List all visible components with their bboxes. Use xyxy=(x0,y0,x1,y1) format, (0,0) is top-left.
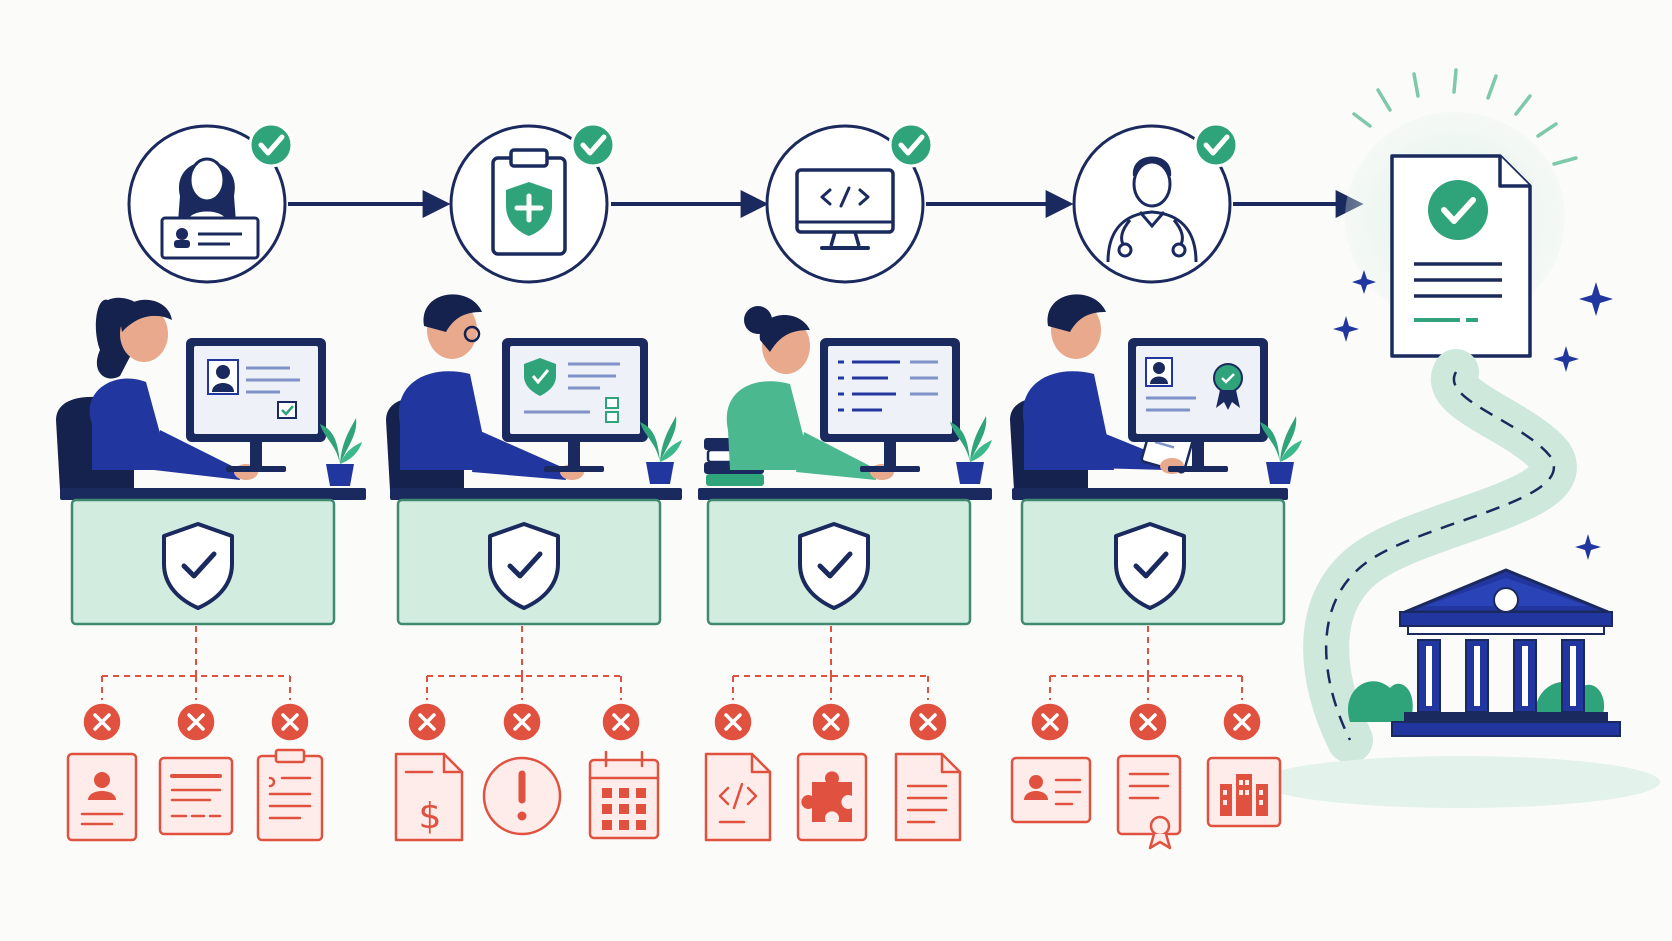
rejected-x-icon xyxy=(177,703,215,741)
sparkle-icon xyxy=(1333,270,1613,560)
id-card-person-icon xyxy=(160,157,260,260)
code-document-icon xyxy=(704,752,772,842)
potted-plant xyxy=(320,418,362,486)
potted-plant xyxy=(1260,416,1302,484)
computer-monitor xyxy=(186,338,326,472)
workstation-technical xyxy=(698,306,992,626)
step-circles-row xyxy=(127,124,1364,284)
puzzle-piece-icon xyxy=(796,752,868,842)
road-path xyxy=(1260,349,1660,808)
step-medical-circle xyxy=(1072,124,1237,284)
clipboard-document-icon xyxy=(256,748,324,842)
computer-monitor xyxy=(502,338,648,472)
rejected-x-icon xyxy=(602,703,640,741)
office-building-icon xyxy=(1206,756,1282,828)
id-document-icon xyxy=(66,752,138,842)
workstation-medical xyxy=(1010,294,1302,626)
doctor-stethoscope-icon xyxy=(1106,156,1198,263)
desk xyxy=(1012,488,1288,626)
approved-check-icon xyxy=(890,124,932,166)
step-identity-circle xyxy=(127,124,292,284)
rejected-x-icon xyxy=(271,703,309,741)
radiating-lines xyxy=(1352,68,1578,166)
rejection-connectors xyxy=(101,626,1243,700)
rejected-documents-row: $ xyxy=(66,703,1282,850)
step-technical-circle xyxy=(765,124,932,284)
man-with-glasses-at-computer xyxy=(386,294,584,490)
rejected-x-icon xyxy=(83,703,121,741)
workstation-identity xyxy=(56,297,366,626)
rejected-x-icon xyxy=(408,703,446,741)
rejected-x-icon xyxy=(909,703,947,741)
rejected-x-icon xyxy=(714,703,752,741)
rejected-x-icon xyxy=(1223,703,1261,741)
woman-with-bun-at-computer xyxy=(726,306,894,480)
form-document-icon xyxy=(158,756,234,836)
desk xyxy=(60,488,366,626)
rejected-x-icon xyxy=(1031,703,1069,741)
warning-exclamation-icon xyxy=(482,756,562,836)
rejected-x-icon xyxy=(1129,703,1167,741)
calendar-grid-icon xyxy=(588,750,660,840)
workstation-insurance xyxy=(386,294,682,626)
man-with-tablet-at-computer xyxy=(1010,294,1200,490)
computer-monitor xyxy=(820,338,960,472)
desk xyxy=(698,488,992,626)
certificate-ribbon-icon xyxy=(1116,754,1182,850)
computer-monitor xyxy=(1128,338,1268,472)
monitor-code-icon xyxy=(795,168,895,250)
rejected-x-icon xyxy=(812,703,850,741)
text-document-icon xyxy=(894,752,962,842)
workstations-row xyxy=(56,294,1302,626)
approved-check-icon xyxy=(250,124,292,166)
approved-check-icon xyxy=(1195,124,1237,166)
clipboard-health-shield-icon xyxy=(491,148,567,256)
approved-check-icon xyxy=(572,124,614,166)
potted-plant xyxy=(640,416,682,484)
rejected-x-icon xyxy=(503,703,541,741)
potted-plant xyxy=(950,416,992,484)
desk xyxy=(390,488,682,626)
approved-outcome xyxy=(1333,68,1613,560)
svg-text:$: $ xyxy=(419,796,442,837)
approved-document-icon xyxy=(1390,154,1532,358)
woman-at-computer xyxy=(56,297,258,490)
step-insurance-circle xyxy=(449,124,614,284)
government-building-icon xyxy=(1348,568,1621,737)
invoice-dollar-icon: $ xyxy=(394,752,464,842)
id-badge-icon xyxy=(1010,756,1092,824)
